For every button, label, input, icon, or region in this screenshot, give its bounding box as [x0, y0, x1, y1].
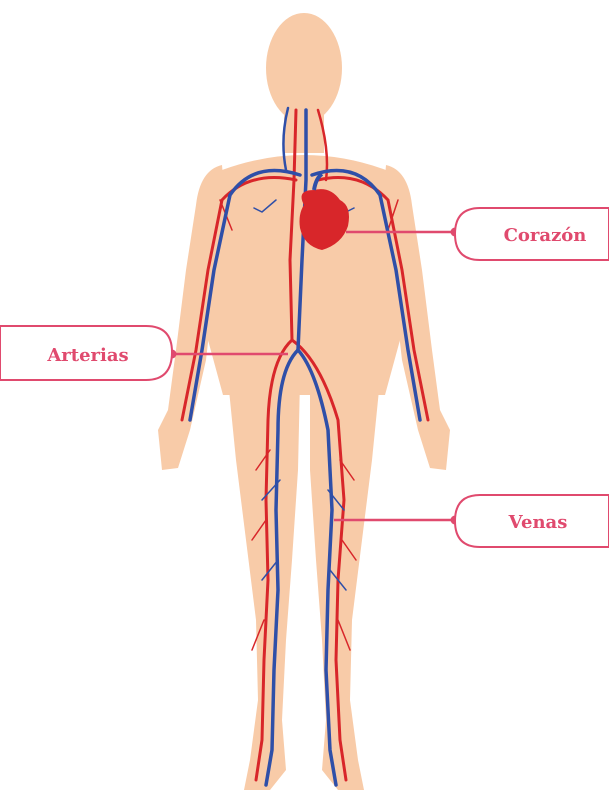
- body-silhouette: [158, 13, 450, 790]
- callout-veins: Venas: [334, 495, 609, 547]
- arteries-label: Arterias: [46, 345, 128, 366]
- heart-label: Corazón: [504, 225, 587, 246]
- veins-label: Venas: [508, 512, 568, 533]
